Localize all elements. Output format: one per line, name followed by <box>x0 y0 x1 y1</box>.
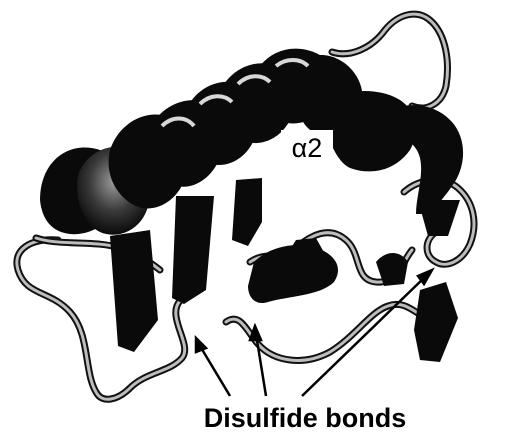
arrowhead-middle <box>250 326 261 340</box>
strand-arrow-bottom-right <box>414 282 458 362</box>
loop-left <box>17 240 194 399</box>
helix-arrow-down <box>418 200 460 236</box>
strand <box>232 178 262 246</box>
arrow-line-left <box>200 346 230 396</box>
alpha-helix-right <box>326 91 464 236</box>
arrowhead-left <box>196 338 206 352</box>
strand <box>172 196 214 304</box>
helix-label-alpha2: α2 <box>281 130 333 166</box>
strand <box>110 230 158 352</box>
arrow-line-right <box>302 276 426 396</box>
caption-disulfide-bonds: Disulfide bonds <box>150 400 460 436</box>
